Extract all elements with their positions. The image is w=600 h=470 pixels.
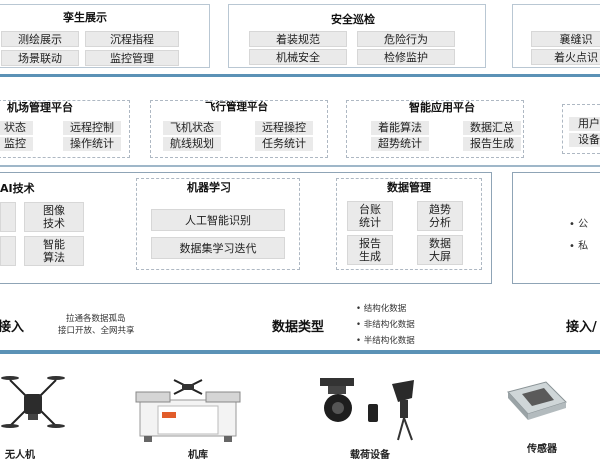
user-item-user[interactable]: 用户 (569, 117, 600, 131)
cloud-bullet-public: • 公 (569, 215, 588, 230)
smart-item-summary[interactable]: 数据汇总 (463, 121, 521, 135)
user-item-device[interactable]: 设备 (569, 133, 600, 147)
smart-item-report[interactable]: 报告生成 (463, 137, 521, 151)
cloud-bullet-private: • 私 (569, 237, 588, 252)
smart-platform-title: 智能应用平台 (409, 99, 475, 115)
flight-item-route[interactable]: 航线规划 (163, 137, 221, 151)
device-label-sensor: 传感器 (520, 440, 564, 455)
data-management-panel: 数据管理 台账统计 趋势分析 报告生成 数据大屏 (336, 178, 482, 270)
ai-item-image[interactable]: 图像技术 (24, 202, 84, 232)
smart-platform-panel: 智能应用平台 着能算法 数据汇总 超势统计 报告生成 (346, 100, 524, 158)
machine-learning-title: 机器学习 (187, 179, 231, 195)
safety-item-dress[interactable]: 着装规范 (249, 31, 347, 47)
safety-item-maintain[interactable]: 检修监护 (357, 49, 455, 65)
access-right-text: 接入 (566, 320, 592, 335)
flight-item-status[interactable]: 飞机状态 (163, 121, 221, 135)
airport-item-remote[interactable]: 远程控制 (63, 121, 121, 135)
drone-icon (0, 366, 66, 438)
dm-item-ledger[interactable]: 台账统计 (347, 201, 393, 231)
device-row: 无人机 机库 载荷设备 传感器 (0, 360, 600, 470)
airport-item-monitor[interactable]: 监控 (0, 137, 33, 151)
smart-item-trend[interactable]: 超势统计 (371, 137, 429, 151)
safety-item-danger[interactable]: 危险行为 (357, 31, 455, 47)
ai-left-block-2[interactable] (0, 236, 16, 266)
dm-item-report[interactable]: 报告生成 (347, 235, 393, 265)
machine-learning-panel: 机器学习 人工智能识别 数据集学习迭代 (136, 178, 300, 270)
device-label-drone: 无人机 (0, 446, 40, 461)
access-left-title: 接入 (0, 316, 24, 335)
mid-divider-bar (0, 165, 600, 167)
data-access-row: 接入 拉通各数据孤岛 接口开放、全网共享 数据类型 • 结构化数据 • 非结构化… (0, 296, 600, 348)
access-right-title: 接入/ (566, 316, 597, 335)
twin-display-panel: 孪生展示 测绘展示 沉程指程 场景联动 监控管理 (0, 4, 210, 68)
data-type-semistructured-text: 半结构化数据 (364, 336, 415, 346)
dm-item-trend[interactable]: 趋势分析 (417, 201, 463, 231)
twin-item-mapping[interactable]: 测绘展示 (1, 31, 79, 47)
payload-device-icon (314, 374, 424, 444)
flight-platform-panel: 飞行管理平台 飞机状态 远程操控 航线规划 任务统计 (150, 100, 328, 158)
access-note-2: 接口开放、全网共享 (58, 324, 135, 336)
data-management-title: 数据管理 (387, 179, 431, 195)
ml-item-recognition[interactable]: 人工智能识别 (151, 209, 285, 231)
data-type-unstructured: • 非结构化数据 (356, 318, 415, 330)
access-note-1: 拉通各数据孤岛 (66, 312, 126, 324)
recog-item-fire[interactable]: 着火点识 (531, 49, 600, 65)
hangar-icon (132, 370, 244, 448)
ml-item-dataset[interactable]: 数据集学习迭代 (151, 237, 285, 259)
recog-item-crack[interactable]: 襄缝识 (531, 31, 600, 47)
bottom-divider-bar (0, 350, 600, 354)
dm-item-screen[interactable]: 数据大屏 (417, 235, 463, 265)
device-label-hangar: 机库 (178, 446, 218, 461)
ai-left-block-1[interactable] (0, 202, 16, 232)
twin-item-monitor[interactable]: 监控管理 (85, 50, 179, 66)
data-type-structured: • 结构化数据 (356, 302, 406, 314)
ai-tech-title: AI技术 (0, 180, 35, 196)
safety-item-machine[interactable]: 机械安全 (249, 49, 347, 65)
flight-platform-title: 飞行管理平台 (205, 99, 268, 114)
flight-item-remote[interactable]: 远程操控 (255, 121, 313, 135)
device-label-payload: 载荷设备 (342, 446, 398, 461)
flight-item-task[interactable]: 任务统计 (255, 137, 313, 151)
recognition-panel: 襄缝识 着火点识 (512, 4, 600, 68)
data-type-unstructured-text: 非结构化数据 (364, 320, 415, 330)
safety-inspection-panel: 安全巡检 着装规范 危险行为 机械安全 检修监护 (228, 4, 486, 68)
airport-platform-panel: 机场管理平台 状态 远程控制 监控 操作统计 (0, 100, 130, 158)
sensor-icon (498, 376, 570, 426)
user-platform-panel: 用户 设备 (562, 104, 600, 154)
twin-item-linkage[interactable]: 场景联动 (1, 50, 79, 66)
airport-item-status[interactable]: 状态 (0, 121, 33, 135)
safety-inspection-title: 安全巡检 (331, 11, 375, 27)
airport-platform-title: 机场管理平台 (7, 99, 73, 115)
ai-item-algorithm[interactable]: 智能算法 (24, 236, 84, 266)
data-type-semistructured: • 半结构化数据 (356, 334, 415, 346)
airport-item-ops[interactable]: 操作统计 (63, 137, 121, 151)
cloud-panel: • 公 • 私 (512, 172, 600, 284)
twin-display-title: 孪生展示 (63, 9, 107, 25)
data-type-structured-text: 结构化数据 (364, 304, 407, 314)
smart-item-algo[interactable]: 着能算法 (371, 121, 429, 135)
ai-tech-panel: AI技术 图像技术 智能算法 (0, 176, 118, 276)
twin-item-command[interactable]: 沉程指程 (85, 31, 179, 47)
top-divider-bar (0, 74, 600, 77)
data-type-title: 数据类型 (272, 316, 324, 335)
